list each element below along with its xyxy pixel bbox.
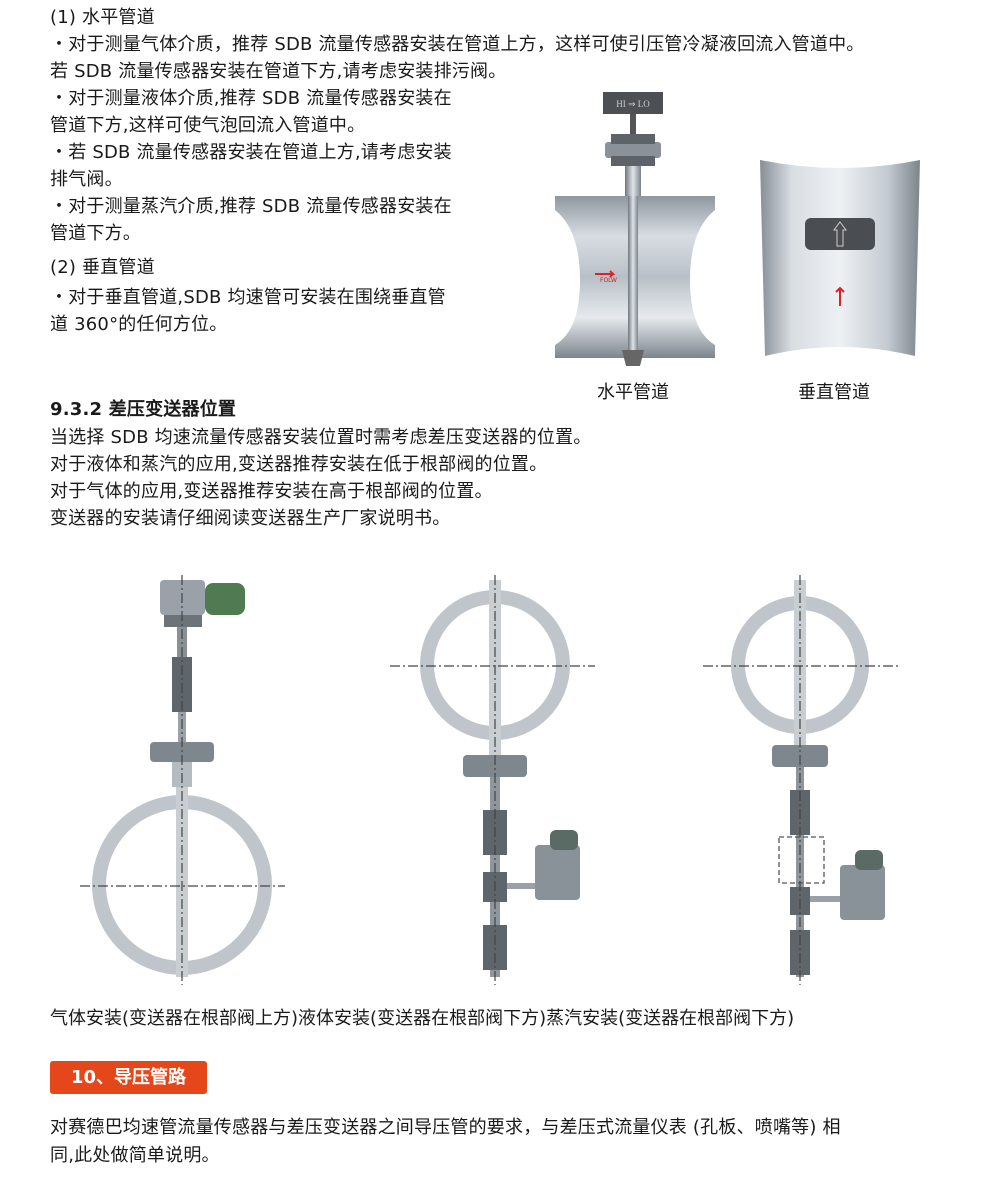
paragraph-line: 若 SDB 流量传感器安装在管道下方,请考虑安装排污阀。	[50, 61, 507, 82]
paragraph-line: 管道下方。	[50, 223, 141, 244]
steam-installation-illustration	[703, 575, 900, 985]
paragraph-line: 管道下方,这样可使气泡回流入管道中。	[50, 115, 366, 136]
section-title-transmitter-position: 9.3.2 差压变送器位置	[50, 399, 237, 420]
paragraph-line: ・对于垂直管道,SDB 均速管可安装在围绕垂直管	[50, 287, 446, 308]
paragraph-line: ・对于测量蒸汽介质,推荐 SDB 流量传感器安装在	[50, 196, 452, 217]
paragraph-line: 排气阀。	[50, 169, 123, 190]
paragraph-line: ・对于测量液体介质,推荐 SDB 流量传感器安装在	[50, 88, 452, 109]
paragraph-line: 对赛德巴均速管流量传感器与差压变送器之间导压管的要求，与差压式流量仪表 (孔板、…	[50, 1117, 841, 1138]
vertical-pipe-title: (2) 垂直管道	[50, 257, 155, 278]
svg-text:HI ⇒ LO: HI ⇒ LO	[616, 99, 650, 109]
section-badge-impulse-piping: 10、导压管路	[50, 1061, 207, 1094]
paragraph-line: 同,此处做简单说明。	[50, 1145, 220, 1166]
paragraph-line: 对于气体的应用,变送器推荐安装在高于根部阀的位置。	[50, 481, 493, 502]
installation-figures-caption: 气体安装(变送器在根部阀上方)液体安装(变送器在根部阀下方)蒸汽安装(变送器在根…	[50, 1008, 795, 1029]
svg-text:FOLW: FOLW	[600, 277, 617, 284]
vertical-pipe-illustration	[760, 160, 920, 356]
hi-lo-label-box	[603, 92, 663, 114]
horizontal-pipe-illustration: HI ⇒ LO FOLW	[555, 92, 715, 366]
paragraph-line: 对于液体和蒸汽的应用,变送器推荐安装在低于根部阀的位置。	[50, 454, 548, 475]
paragraph-line: 变送器的安装请仔细阅读变送器生产厂家说明书。	[50, 508, 451, 529]
vertical-pipe-caption: 垂直管道	[798, 382, 870, 403]
horizontal-pipe-title: (1) 水平管道	[50, 7, 155, 28]
paragraph-line: 当选择 SDB 均速流量传感器安装位置时需考虑差压变送器的位置。	[50, 427, 592, 448]
gas-installation-illustration	[80, 575, 285, 985]
paragraph-line: ・若 SDB 流量传感器安装在管道上方,请考虑安装	[50, 142, 452, 163]
paragraph-line: ・对于测量气体介质，推荐 SDB 流量传感器安装在管道上方，这样可使引压管冷凝液…	[50, 34, 865, 55]
paragraph-line: 道 360°的任何方位。	[50, 314, 228, 335]
liquid-installation-illustration	[390, 575, 595, 985]
horizontal-pipe-caption: 水平管道	[597, 382, 669, 403]
